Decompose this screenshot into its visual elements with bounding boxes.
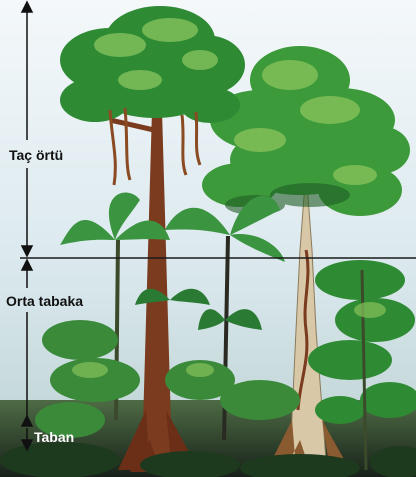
canopy-layer-label: Taç örtü <box>9 147 63 164</box>
middle-layer-label: Orta tabaka <box>6 293 83 310</box>
floor-layer-label: Taban <box>34 429 74 446</box>
